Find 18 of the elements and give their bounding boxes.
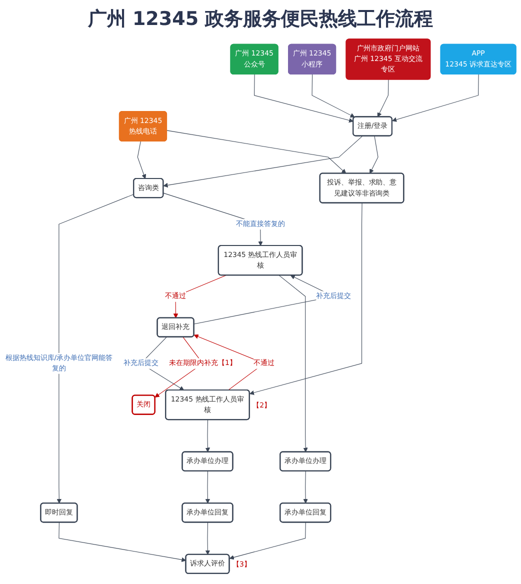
arrow <box>392 74 479 122</box>
arrow <box>56 194 134 504</box>
arrow <box>249 202 362 395</box>
arrow <box>303 470 308 504</box>
arrow <box>229 522 306 560</box>
arrow <box>377 79 389 118</box>
arrow <box>254 74 354 123</box>
arrow <box>312 74 355 118</box>
arrow <box>205 522 210 555</box>
arrow <box>205 470 210 504</box>
arrow <box>205 420 210 452</box>
arrow <box>370 136 378 174</box>
arrow <box>278 275 308 452</box>
title: 广州 12345 政务服务便民热线工作流程 <box>86 7 434 32</box>
arrow <box>163 136 363 188</box>
arrow <box>137 141 146 179</box>
arrow <box>166 130 346 174</box>
arrow <box>58 522 186 562</box>
